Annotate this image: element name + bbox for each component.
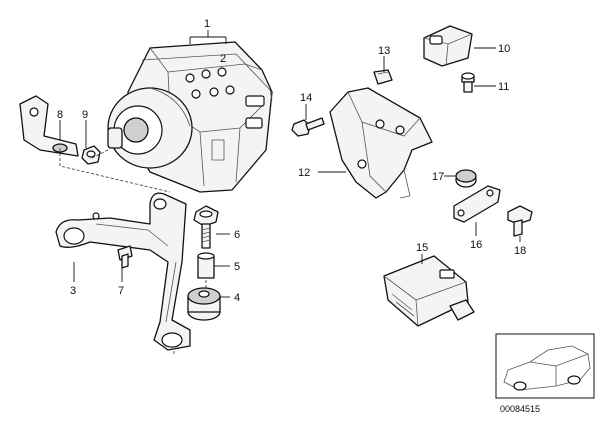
label-2: 2: [220, 53, 226, 65]
label-11: 11: [498, 81, 509, 93]
spring-clip[interactable]: [373, 69, 393, 85]
label-7: 7: [118, 285, 124, 297]
abs-support-bracket[interactable]: [55, 192, 191, 351]
label-9: 9: [82, 109, 88, 121]
yaw-rate-sensor[interactable]: [423, 25, 473, 67]
leader-lines: [59, 30, 521, 298]
label-15: 15: [416, 242, 428, 254]
rubber-mount[interactable]: [187, 287, 221, 321]
label-12: 12: [298, 167, 310, 179]
sensor-bracket[interactable]: [329, 87, 433, 199]
hex-bolt-small[interactable]: [291, 117, 325, 137]
label-5: 5: [234, 261, 240, 273]
hex-nut[interactable]: [81, 145, 101, 165]
abs-hydraulic-unit[interactable]: [107, 41, 273, 193]
label-1: 1: [204, 18, 210, 30]
label-6: 6: [234, 229, 240, 241]
hex-bolt-right[interactable]: [507, 205, 533, 237]
label-16: 16: [470, 239, 482, 251]
label-17: 17: [432, 171, 444, 183]
spacer-bush[interactable]: [197, 252, 215, 279]
holder-plate[interactable]: [453, 185, 501, 223]
label-18: 18: [514, 245, 526, 257]
label-4: 4: [234, 292, 240, 304]
holder-bracket[interactable]: [19, 95, 79, 157]
label-14: 14: [300, 92, 312, 104]
vehicle-thumbnail: [495, 333, 595, 399]
screw[interactable]: [117, 245, 133, 269]
label-3: 3: [70, 285, 76, 297]
hex-screw[interactable]: [461, 72, 475, 93]
rubber-grommet[interactable]: [455, 169, 477, 188]
label-10: 10: [498, 43, 510, 55]
hex-bolt[interactable]: [193, 205, 219, 249]
diagram-code: 00084515: [500, 404, 540, 414]
label-8: 8: [57, 109, 63, 121]
control-unit[interactable]: [383, 255, 475, 327]
label-13: 13: [378, 45, 390, 57]
callout-labels: 1 2 3 4 5 6 7 8 9 10 11 12 13 14 15 16 1…: [57, 18, 526, 304]
